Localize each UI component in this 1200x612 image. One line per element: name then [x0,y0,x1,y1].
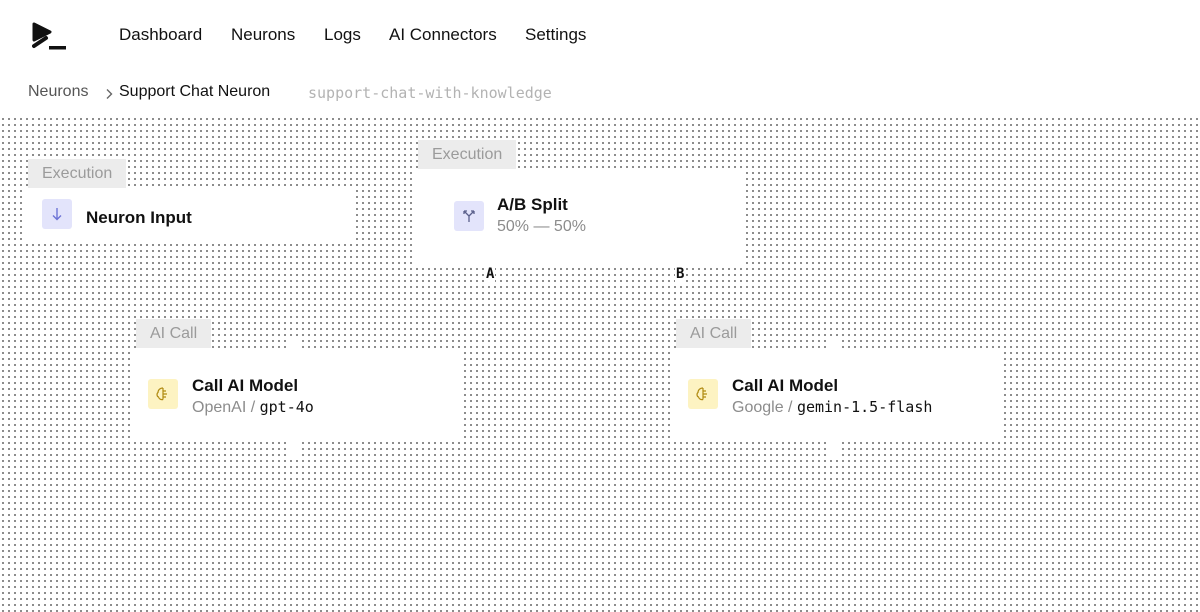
logo-icon[interactable] [32,22,68,52]
node-neuron-input[interactable]: Neuron Input [26,188,354,240]
node-input-tag: Execution [28,159,127,188]
node-ab-split[interactable]: A/B Split 50% — 50% [416,169,744,265]
node-ai-a-provider: OpenAI / [192,399,256,416]
brain-icon [688,379,718,409]
node-ai-a-model: gpt-4o [259,398,314,416]
nav-ai-connectors[interactable]: AI Connectors [389,25,497,44]
brain-icon [148,379,178,409]
node-ai-b-title: Call AI Model [732,376,839,395]
node-ai-a-model-line: OpenAI / gpt-4o [192,398,314,417]
node-call-ai-openai[interactable]: Call AI Model OpenAI / gpt-4o [134,348,460,440]
nav-settings[interactable]: Settings [525,25,587,44]
node-ai-b-model: gemin-1.5-flash [796,398,933,416]
node-ai-a-title: Call AI Model [192,376,299,395]
node-ai-b-model-line: Google / gemin-1.5-flash [732,398,932,417]
node-ai-b-tag: AI Call [676,319,752,348]
node-ai-a-output-port[interactable] [288,440,302,456]
nav-dashboard[interactable]: Dashboard [119,25,203,44]
breadcrumb-current: Support Chat Neuron [119,83,271,100]
neuron-slug: support-chat-with-knowledge [308,84,552,102]
node-ai-b-output-port[interactable] [828,440,842,456]
node-ai-a-tag: AI Call [136,319,212,348]
breadcrumb-neurons-link[interactable]: Neurons [28,83,89,100]
node-split-title: A/B Split [497,195,568,214]
node-input-title: Neuron Input [86,208,192,227]
nav-logs[interactable]: Logs [324,25,361,44]
node-split-tag: Execution [418,140,517,169]
node-split-ratio: 50% — 50% [497,218,586,235]
arrow-down-icon [42,199,72,229]
top-nav: Dashboard Neurons Logs AI Connectors Set… [0,0,1200,68]
chevron-right-icon [104,87,114,99]
split-output-b[interactable]: B [675,266,686,282]
flow-canvas[interactable]: Execution Neuron Input Execution A/B Spl… [0,116,1200,612]
nav-neurons[interactable]: Neurons [231,25,296,44]
node-call-ai-google[interactable]: Call AI Model Google / gemin-1.5-flash [674,348,1000,440]
node-ai-b-provider: Google / [732,399,793,416]
split-icon [454,201,484,231]
split-output-a[interactable]: A [485,266,496,282]
